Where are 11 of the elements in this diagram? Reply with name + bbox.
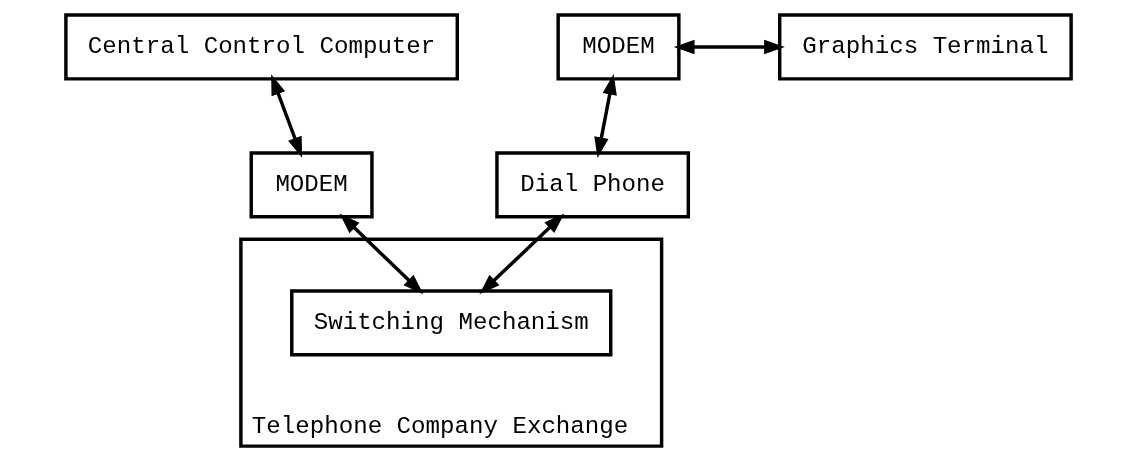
arrow — [478, 213, 564, 295]
node-box: Central Control Computer — [63, 13, 459, 81]
node-box: Switching Mechanism — [289, 289, 612, 357]
arrow — [270, 74, 302, 158]
arrow — [593, 74, 617, 158]
node-box: Dial Phone — [494, 151, 690, 219]
arrow — [339, 213, 423, 295]
node-box: MODEM — [249, 151, 374, 219]
node-box: Graphics Terminal — [777, 13, 1073, 81]
node-box: MODEM — [555, 13, 681, 81]
arrow — [673, 39, 785, 55]
